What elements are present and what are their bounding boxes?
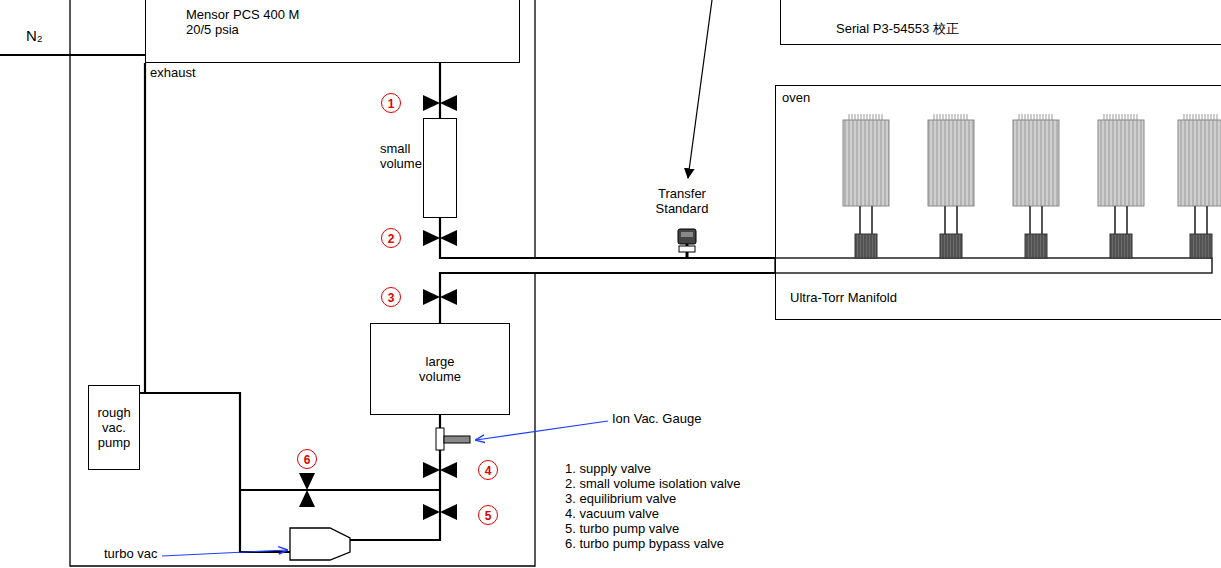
pipe-connector	[440, 218, 775, 258]
callout-number: 4	[478, 460, 498, 480]
node-text: rough vac. pump	[92, 405, 136, 450]
valve-key: 1. supply valve	[565, 461, 651, 476]
pipe-connector	[440, 273, 775, 323]
node-text: small volume	[380, 141, 422, 171]
valve-key: 4. vacuum valve	[565, 506, 659, 521]
pipe-connector	[439, 63, 441, 118]
valve-key: 2. small volume isolation valve	[565, 476, 741, 491]
panel-outline	[70, 0, 535, 566]
node-text: Serial P3-54553 校正	[836, 21, 959, 36]
leader-line	[162, 550, 287, 556]
pipe-connector	[140, 63, 145, 393]
controller-box: Mensor PCS 400 M 20/5 psia	[145, 0, 520, 63]
gauge-label: Transfer Standard	[646, 186, 718, 216]
node-text: oven	[782, 90, 810, 105]
pipework	[0, 55, 440, 552]
gas-inlet-label: N₂	[26, 28, 43, 43]
gauge-label: Ion Vac. Gauge	[612, 411, 701, 426]
note-box: Serial P3-54553 校正	[780, 0, 1221, 45]
exhaust-label: exhaust	[150, 65, 196, 80]
ion-gauge	[436, 428, 470, 450]
callout-number: 2	[381, 228, 401, 248]
pump-label: turbo vac	[104, 546, 157, 561]
leader-line	[476, 421, 608, 440]
callout-number: 3	[381, 287, 401, 307]
node-text: Mensor PCS 400 M 20/5 psia	[186, 7, 311, 37]
pointer-arrow	[688, 0, 712, 178]
oven-box: oven	[775, 85, 1221, 320]
valve-key: 5. turbo pump valve	[565, 521, 679, 536]
small-volume-tank: small volume	[423, 118, 457, 218]
callout-number: 5	[478, 505, 498, 525]
manifold-label: Ultra-Torr Manifold	[790, 290, 897, 305]
turbo-pump-symbol	[290, 528, 350, 560]
valve-symbols	[299, 95, 457, 520]
callout-number: 1	[381, 93, 401, 113]
callout-number: 6	[297, 449, 317, 469]
sensor-array	[843, 114, 1221, 258]
rough-pump-box: rough vac. pump	[88, 385, 140, 470]
manifold-bar	[775, 258, 1212, 273]
node-text: large volume	[410, 354, 470, 384]
transfer-standard-gauge	[678, 229, 696, 258]
valve-key: 6. turbo pump bypass valve	[565, 536, 724, 551]
large-volume-tank: large volume	[370, 323, 510, 415]
valve-key: 3. equilibrium valve	[565, 491, 676, 506]
